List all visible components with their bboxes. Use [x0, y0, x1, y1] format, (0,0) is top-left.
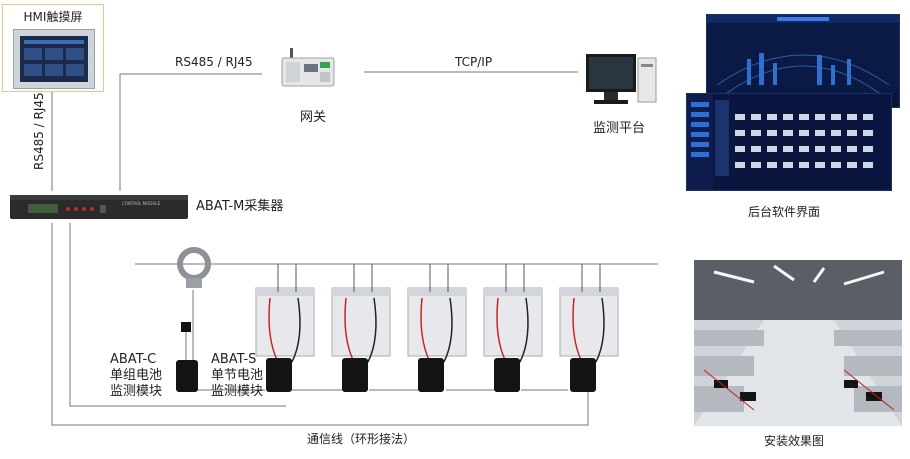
- connector-icon: [181, 322, 191, 332]
- battery-cell-2: [331, 264, 391, 392]
- monitor-icon: [584, 52, 658, 112]
- current-sensor-icon: [176, 246, 212, 292]
- hmi-title: HMI触摸屏: [23, 10, 83, 24]
- abat-c-label: ABAT-C 单组电池 监测模块: [110, 352, 162, 400]
- collector-label: ABAT-M采集器: [196, 199, 284, 214]
- battery-string: [255, 264, 619, 392]
- bus-label: 通信线（环形接法）: [307, 432, 416, 446]
- abat-s-desc2: 监测模块: [211, 384, 264, 399]
- comm-loop-outer: [51, 223, 589, 426]
- platform-label: 监测平台: [593, 121, 646, 136]
- abat-c-module-icon: [176, 360, 198, 392]
- collector-panel-text: CONTROL MODULE: [122, 201, 161, 206]
- gateway-device-icon: [278, 48, 338, 88]
- battery-cell-5: [559, 264, 619, 392]
- software-label: 后台软件界面: [748, 205, 821, 219]
- battery-cell-1: [255, 264, 315, 392]
- hmi-device-icon: [13, 29, 95, 89]
- collector-device-icon: CONTROL MODULE: [10, 191, 188, 223]
- hmi-touchscreen: HMI触摸屏: [2, 4, 104, 92]
- battery-cell-3: [407, 264, 467, 392]
- software-battery-grid-screenshot: [686, 93, 892, 191]
- collector-gateway-line: [119, 73, 262, 191]
- abat-s-module-icon: [494, 358, 520, 392]
- battery-cell-4: [483, 264, 543, 392]
- tcpip-label: TCP/IP: [455, 55, 493, 69]
- abat-s-module-icon: [266, 358, 292, 392]
- comm-loop-inner: [69, 223, 286, 407]
- abat-c-name: ABAT-C: [110, 352, 157, 367]
- abat-s-label: ABAT-S 单节电池 监测模块: [211, 352, 263, 400]
- abat-c-desc1: 单组电池: [110, 368, 163, 383]
- abat-s-desc1: 单节电池: [211, 368, 264, 383]
- abat-c-desc2: 监测模块: [110, 384, 163, 399]
- install-label: 安装效果图: [764, 434, 825, 448]
- abat-s-module-icon: [342, 358, 368, 392]
- rs485-label-vertical: RS485 / RJ45: [32, 92, 46, 170]
- installation-photo: [694, 260, 902, 426]
- abat-s-name: ABAT-S: [211, 352, 257, 367]
- abat-s-module-icon: [570, 358, 596, 392]
- abat-s-module-icon: [418, 358, 444, 392]
- gateway-label: 网关: [300, 110, 327, 125]
- rs485-label-top: RS485 / RJ45: [175, 55, 253, 69]
